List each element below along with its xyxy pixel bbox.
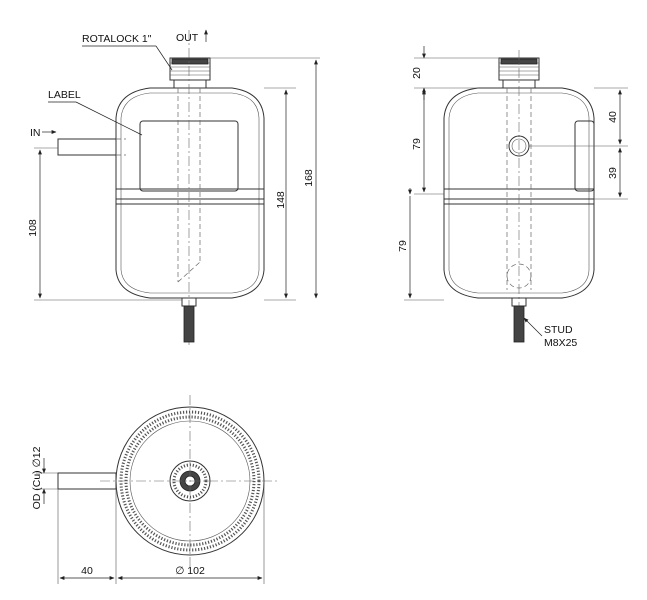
- svg-text:79: 79: [397, 240, 409, 252]
- label-callout: LABEL: [48, 89, 81, 101]
- svg-text:108: 108: [27, 219, 39, 237]
- out-label: OUT: [176, 32, 199, 44]
- dimension-40-bottom: 40: [57, 489, 117, 584]
- svg-text:39: 39: [607, 167, 619, 179]
- dimension-39: 39: [594, 147, 628, 200]
- svg-text:OD (Cu) ∅12: OD (Cu) ∅12: [31, 446, 43, 509]
- top-view: OD (Cu) ∅12 40 ∅ 102: [31, 395, 280, 584]
- rotalock-fitting: [169, 57, 211, 89]
- dimension-108: 108: [27, 147, 182, 301]
- svg-text:148: 148: [275, 191, 287, 209]
- dimension-40-side: 40: [529, 87, 628, 147]
- inlet-pipe-top: [57, 472, 117, 490]
- inlet-pipe: [57, 138, 126, 156]
- front-view: ROTALOCK 1" OUT LABEL IN 108 148 168: [27, 29, 320, 345]
- svg-text:168: 168: [303, 169, 315, 187]
- dimension-79-lower: 79: [397, 188, 444, 301]
- stud-bolt-front: [181, 297, 197, 343]
- svg-text:20: 20: [411, 67, 423, 79]
- dimension-79-upper: 79: [411, 89, 444, 195]
- svg-text:79: 79: [411, 138, 423, 150]
- tank-body: [115, 87, 265, 299]
- stud-bolt-side: [511, 297, 527, 343]
- in-label: IN: [30, 127, 41, 139]
- dimension-148: 148: [264, 87, 296, 301]
- dimension-168: 168: [210, 57, 320, 299]
- dimension-102: ∅ 102: [117, 481, 265, 584]
- rotalock-label: ROTALOCK 1": [82, 33, 152, 45]
- svg-text:40: 40: [607, 111, 619, 123]
- stud-size: M8X25: [544, 337, 577, 349]
- stud-title: STUD: [544, 324, 573, 336]
- svg-text:∅ 102: ∅ 102: [175, 565, 205, 577]
- dimension-od-12: OD (Cu) ∅12: [31, 446, 58, 509]
- side-view: STUD M8X25 20 79 79 40: [397, 46, 628, 349]
- svg-text:40: 40: [81, 565, 93, 577]
